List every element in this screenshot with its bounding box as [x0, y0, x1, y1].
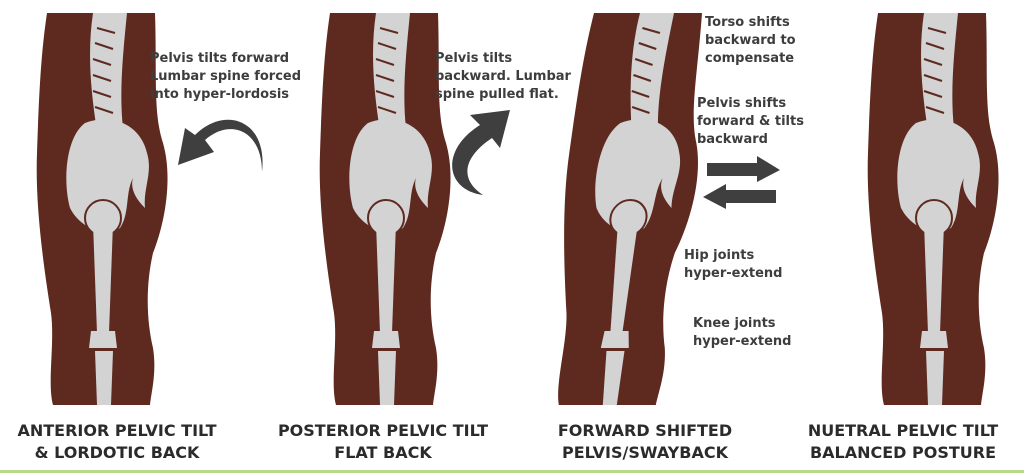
shift-arrows-icon — [703, 156, 780, 209]
accent-line — [0, 470, 1024, 473]
note-posterior-tilt: Pelvis tilts backward. Lumbar spine pull… — [435, 51, 571, 102]
figure-anterior-tilt — [35, 12, 169, 406]
caption-neutral: NUETRAL PELVIC TILT BALANCED POSTURE — [807, 421, 999, 462]
curved-arrow-backward-icon — [452, 110, 510, 195]
note-hip-joints: Hip joints hyper-extend — [684, 248, 783, 281]
caption-swayback: FORWARD SHIFTED PELVIS/SWAYBACK — [557, 421, 733, 462]
figure-posterior-tilt — [318, 12, 452, 406]
caption-posterior-tilt: POSTERIOR PELVIC TILT FLAT BACK — [277, 421, 489, 462]
note-knee-joints: Knee joints hyper-extend — [693, 316, 792, 349]
note-anterior-tilt: Pelvis tilts forward Lumbar spine forced… — [150, 51, 302, 102]
curved-arrow-forward-icon — [178, 119, 263, 172]
note-pelvis-shift: Pelvis shifts forward & tilts backward — [697, 96, 804, 147]
caption-anterior-tilt: ANTERIOR PELVIC TILT & LORDOTIC BACK — [17, 421, 217, 462]
note-torso-shift: Torso shifts backward to compensate — [705, 15, 796, 66]
figure-neutral — [866, 12, 1000, 406]
